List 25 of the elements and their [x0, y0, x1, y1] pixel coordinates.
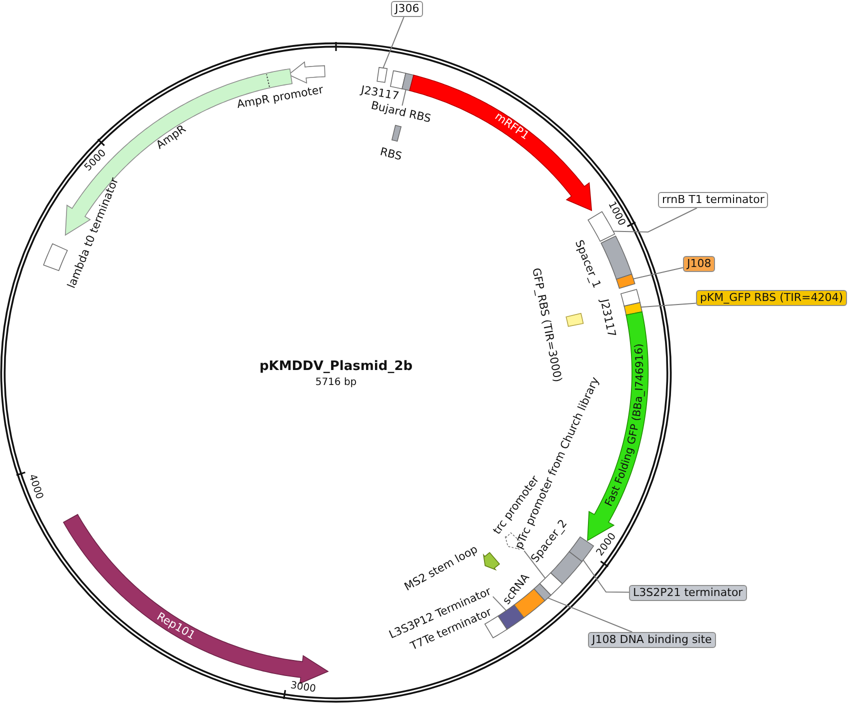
callout-label: L3S2P21 terminator: [629, 585, 747, 601]
callout-label: J108 DNA binding site: [588, 632, 716, 648]
feature-label: MS2 stem loop: [402, 542, 480, 594]
callout-label: rrnB T1 terminator: [658, 192, 768, 208]
tick-label: 3000: [289, 680, 316, 696]
tick-label: 4000: [25, 472, 44, 501]
leader-line: [612, 208, 698, 232]
leader-line: [640, 302, 696, 308]
leader-line: [382, 16, 404, 68]
plasmid-name: pKMDDV_Plasmid_2b: [259, 359, 413, 375]
callout-label: pKM_GFP RBS (TIR=4204): [696, 290, 847, 306]
feature-label: AmpR promoter: [236, 83, 324, 111]
feature-label: J23117: [598, 298, 618, 338]
leader-line: [492, 596, 507, 612]
leader-line: [547, 597, 633, 632]
leader-line: [582, 559, 630, 593]
callout-label: J306: [391, 1, 424, 17]
feature-label: RBS: [378, 145, 404, 163]
callout-label: J108: [683, 256, 716, 272]
leader-line: [402, 89, 406, 106]
feature-label: Bujard RBS: [370, 98, 432, 126]
tick-label: 1000: [604, 200, 627, 228]
plasmid-size: 5716 bp: [315, 377, 357, 389]
leader-line: [524, 550, 546, 579]
leader-line: [632, 267, 684, 280]
